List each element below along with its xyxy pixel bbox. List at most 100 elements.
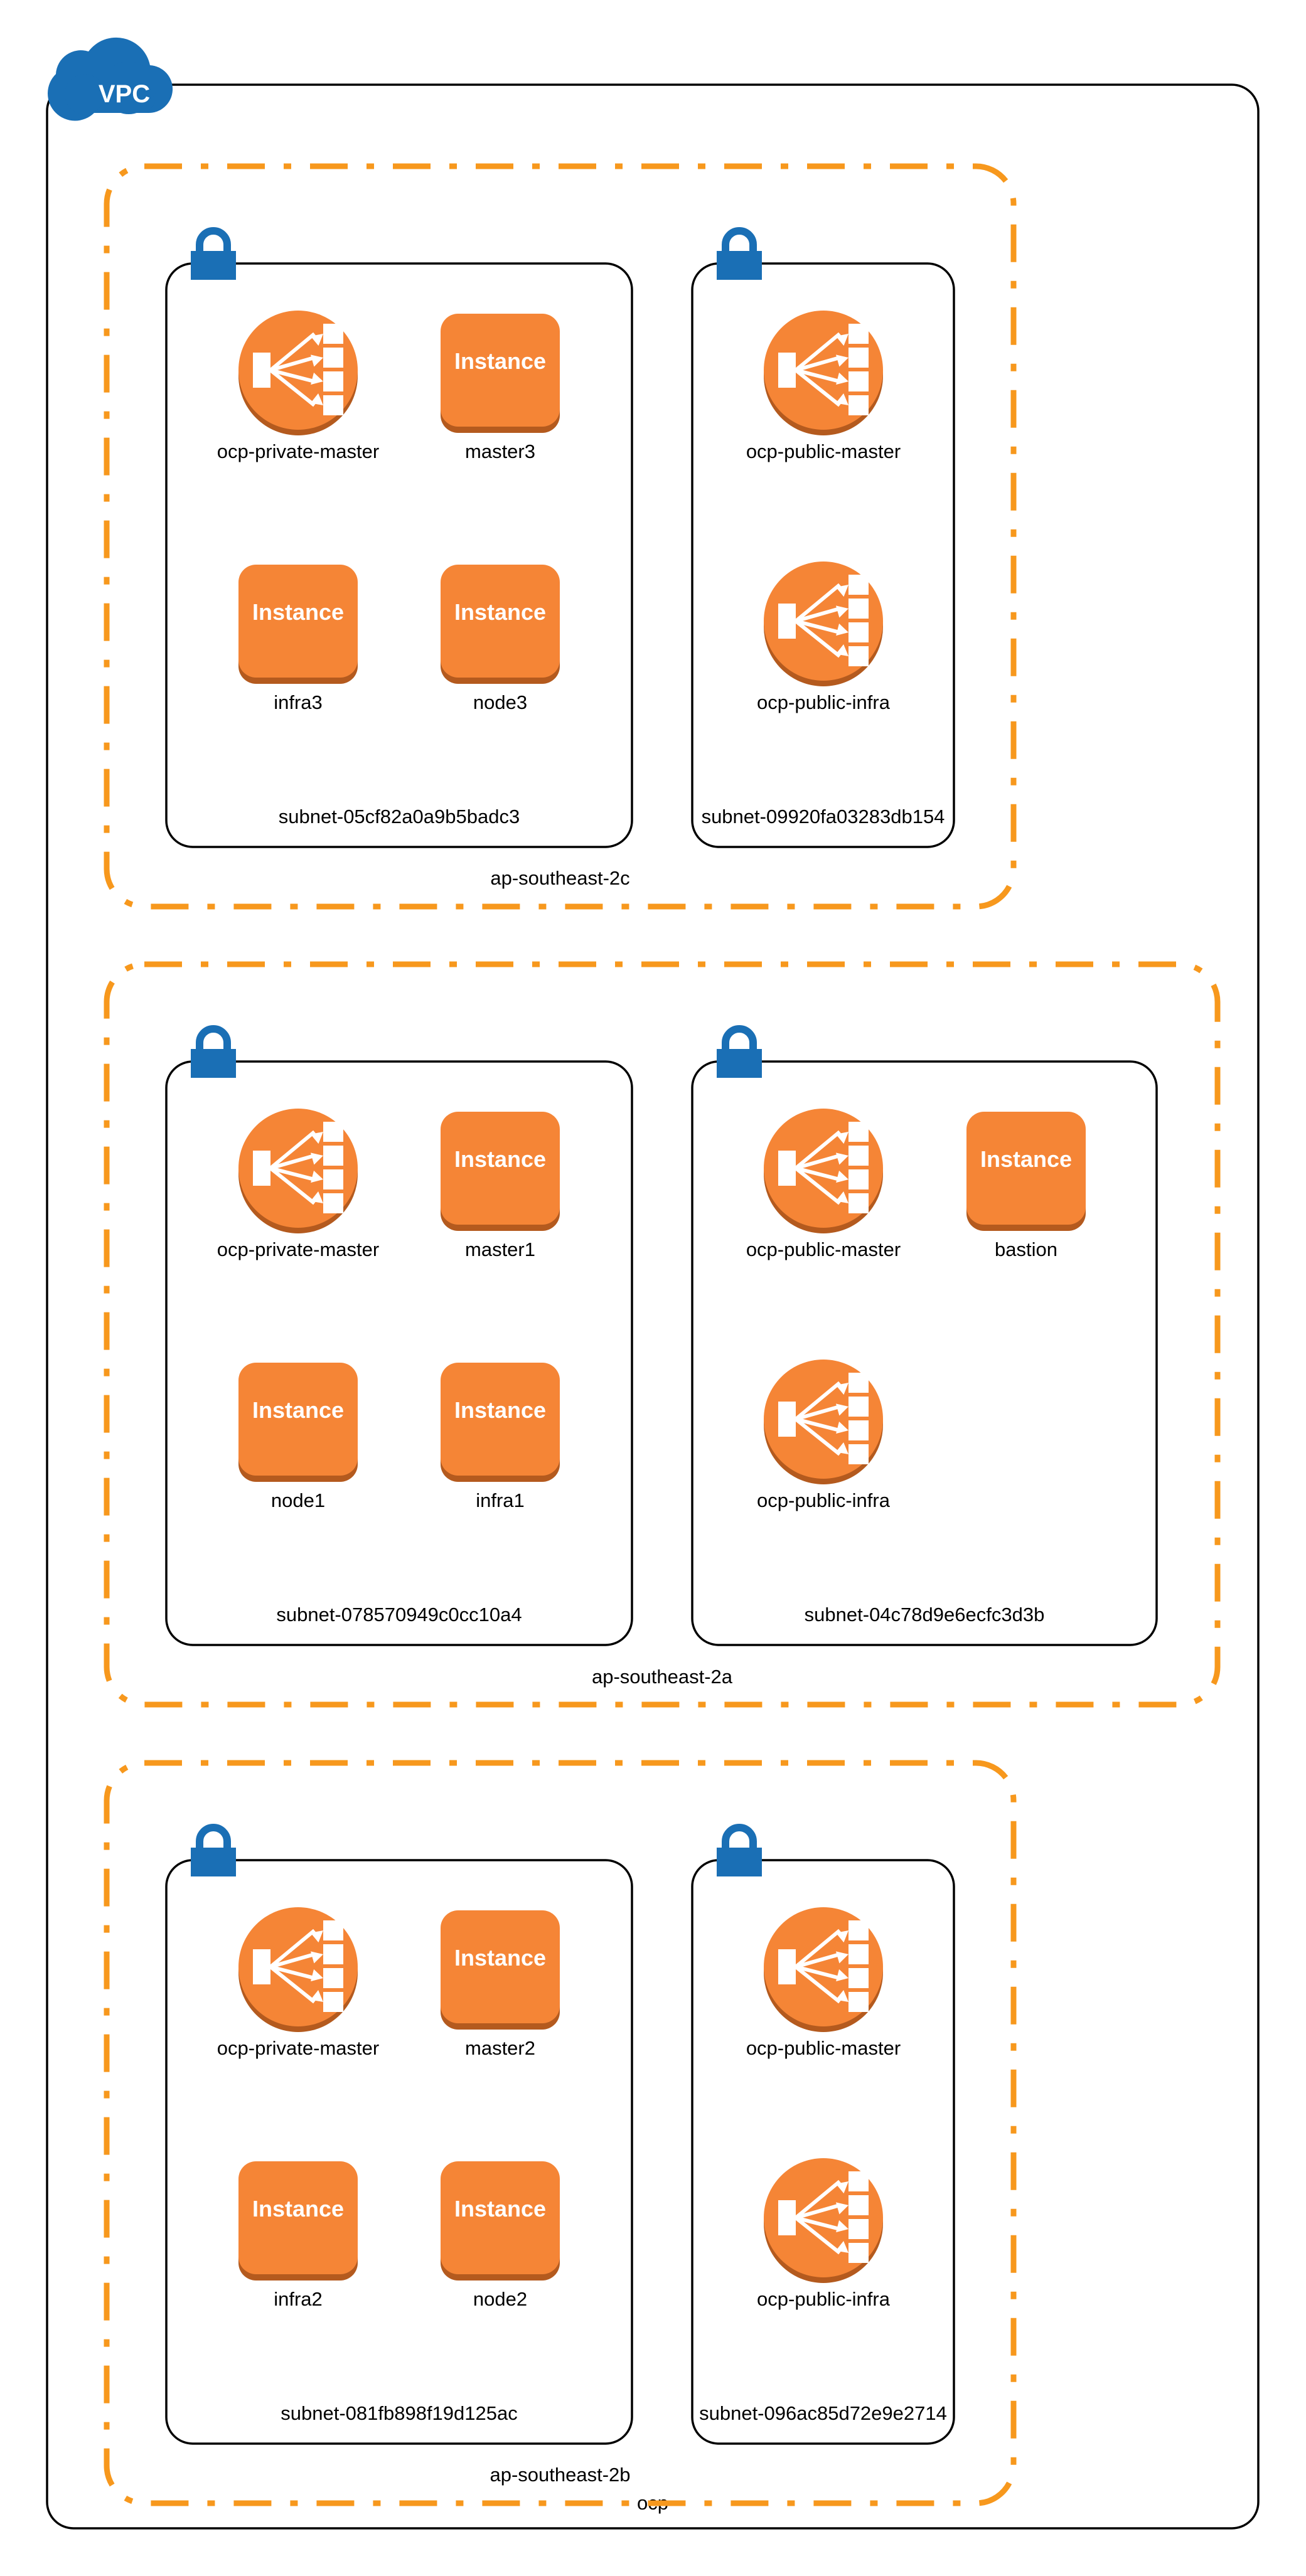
instance-badge-text: Instance — [454, 1945, 546, 1971]
subnet-private: subnet-05cf82a0a9b5badc3ocp-private-mast… — [165, 227, 633, 848]
instance-badge-text: Instance — [454, 1146, 546, 1172]
subnet-border — [691, 1060, 1158, 1646]
subnet-border — [691, 1859, 955, 2445]
zone-name-label: ap-southeast-2b — [490, 2464, 630, 2486]
resource-label: bastion — [995, 1238, 1057, 1260]
load-balancer-node[interactable]: ocp-private-master — [217, 311, 379, 462]
instance-node[interactable]: Instance node3 — [441, 565, 560, 713]
lock-icon — [717, 1025, 762, 1078]
resource-label: ocp-private-master — [217, 440, 379, 462]
subnet-private: subnet-081fb898f19d125ac ocp-private-mast… — [165, 1824, 633, 2445]
load-balancer-node[interactable]: ocp-private-master — [217, 1907, 379, 2059]
resource-label: ocp-public-infra — [757, 2288, 891, 2310]
instance-icon: Instance — [441, 314, 560, 433]
subnet-border — [165, 1060, 633, 1646]
lock-icon — [717, 1824, 762, 1876]
resource-label: node2 — [473, 2288, 527, 2310]
subnet-public: subnet-04c78d9e6ecfc3d3b ocp-public-maste… — [691, 1025, 1158, 1646]
instance-icon: Instance — [238, 2161, 358, 2281]
instance-icon: Instance — [441, 2161, 560, 2281]
instance-badge-text: Instance — [980, 1146, 1072, 1172]
resource-label: master3 — [465, 440, 535, 462]
instance-badge-text: Instance — [454, 1397, 546, 1423]
resource-label: ocp-public-master — [746, 1238, 901, 1260]
load-balancer-icon — [238, 1109, 358, 1233]
lock-icon — [191, 1824, 236, 1876]
instance-badge-text: Instance — [454, 599, 546, 625]
instance-icon: Instance — [441, 565, 560, 684]
instance-node[interactable]: Instance node2 — [441, 2161, 560, 2310]
availability-zone: ap-southeast-2c subnet-05cf82a0a9b5badc3o… — [104, 163, 1017, 910]
resource-label: ocp-private-master — [217, 1238, 379, 1260]
load-balancer-icon — [764, 1360, 883, 1484]
resource-label: infra2 — [274, 2288, 323, 2310]
instance-node[interactable]: Instance node1 — [238, 1363, 358, 1511]
cloud-icon — [48, 37, 173, 121]
instance-node[interactable]: Instance infra2 — [238, 2161, 358, 2310]
instance-icon: Instance — [441, 1363, 560, 1482]
zone-name-label: ap-southeast-2c — [490, 867, 629, 889]
resource-label: infra3 — [274, 691, 323, 713]
load-balancer-icon — [764, 1907, 883, 2032]
instance-icon: Instance — [441, 1910, 560, 2030]
load-balancer-node[interactable]: ocp-public-master — [746, 1907, 901, 2059]
load-balancer-node[interactable]: ocp-public-master — [746, 1109, 901, 1260]
instance-badge-text: Instance — [252, 1397, 344, 1423]
load-balancer-node[interactable]: ocp-public-infra — [757, 1360, 891, 1511]
resource-label: master1 — [465, 1238, 535, 1260]
availability-zone: ap-southeast-2asubnet-078570949c0cc10a4o… — [104, 961, 1221, 1708]
load-balancer-icon — [764, 1109, 883, 1233]
instance-icon: Instance — [441, 1112, 560, 1231]
resource-label: ocp-public-infra — [757, 1489, 891, 1511]
instance-icon: Instance — [966, 1112, 1086, 1231]
zone-border — [104, 163, 1017, 910]
instance-node[interactable]: Instance master3 — [441, 314, 560, 462]
instance-node[interactable]: Instance infra3 — [238, 565, 358, 713]
subnet-border — [691, 262, 955, 848]
subnet-public: subnet-096ac85d72e9e2714 ocp-public-maste… — [691, 1824, 955, 2445]
instance-node[interactable]: Instance master1 — [441, 1112, 560, 1260]
zone-border — [104, 1760, 1017, 2506]
vpc-border — [46, 83, 1260, 2530]
availability-zone: ap-southeast-2b subnet-081fb898f19d125ac o… — [104, 1760, 1017, 2506]
load-balancer-node[interactable]: ocp-private-master — [217, 1109, 379, 1260]
lock-icon — [191, 1025, 236, 1078]
instance-icon: Instance — [238, 565, 358, 684]
resource-label: ocp-public-master — [746, 440, 901, 462]
lock-icon — [191, 227, 236, 280]
load-balancer-icon — [764, 562, 883, 686]
subnet-name-label: subnet-078570949c0cc10a4 — [276, 1604, 522, 1626]
subnet-name-label: subnet-096ac85d72e9e2714 — [699, 2402, 947, 2424]
subnet-name-label: subnet-04c78d9e6ecfc3d3b — [805, 1604, 1045, 1626]
load-balancer-icon — [238, 1907, 358, 2032]
instance-badge-text: Instance — [252, 599, 344, 625]
lock-icon — [717, 227, 762, 280]
load-balancer-icon — [764, 311, 883, 435]
instance-icon: Instance — [238, 1363, 358, 1482]
subnet-private: subnet-078570949c0cc10a4 ocp-private-mast… — [165, 1025, 633, 1646]
resource-label: ocp-private-master — [217, 2037, 379, 2059]
vpc-badge-text: VPC — [99, 80, 150, 108]
zone-border — [104, 961, 1221, 1708]
load-balancer-icon — [764, 2158, 883, 2283]
load-balancer-node[interactable]: ocp-public-master — [746, 311, 901, 462]
subnet-name-label: subnet-081fb898f19d125ac — [281, 2402, 518, 2424]
resource-label: node1 — [271, 1489, 325, 1511]
resource-label: ocp-public-master — [746, 2037, 901, 2059]
instance-badge-text: Instance — [454, 348, 546, 374]
resource-label: node3 — [473, 691, 527, 713]
subnet-border — [165, 262, 633, 848]
resource-label: master2 — [465, 2037, 535, 2059]
instance-badge-text: Instance — [252, 2196, 344, 2222]
instance-node[interactable]: Instance bastion — [966, 1112, 1086, 1260]
instance-node[interactable]: Instance master2 — [441, 1910, 560, 2059]
subnet-border — [165, 1859, 633, 2445]
load-balancer-icon — [238, 311, 358, 435]
load-balancer-node[interactable]: ocp-public-infra — [757, 562, 891, 713]
subnet-name-label: subnet-09920fa03283db154 — [702, 806, 945, 828]
resource-label: ocp-public-infra — [757, 691, 891, 713]
load-balancer-node[interactable]: ocp-public-infra — [757, 2158, 891, 2310]
